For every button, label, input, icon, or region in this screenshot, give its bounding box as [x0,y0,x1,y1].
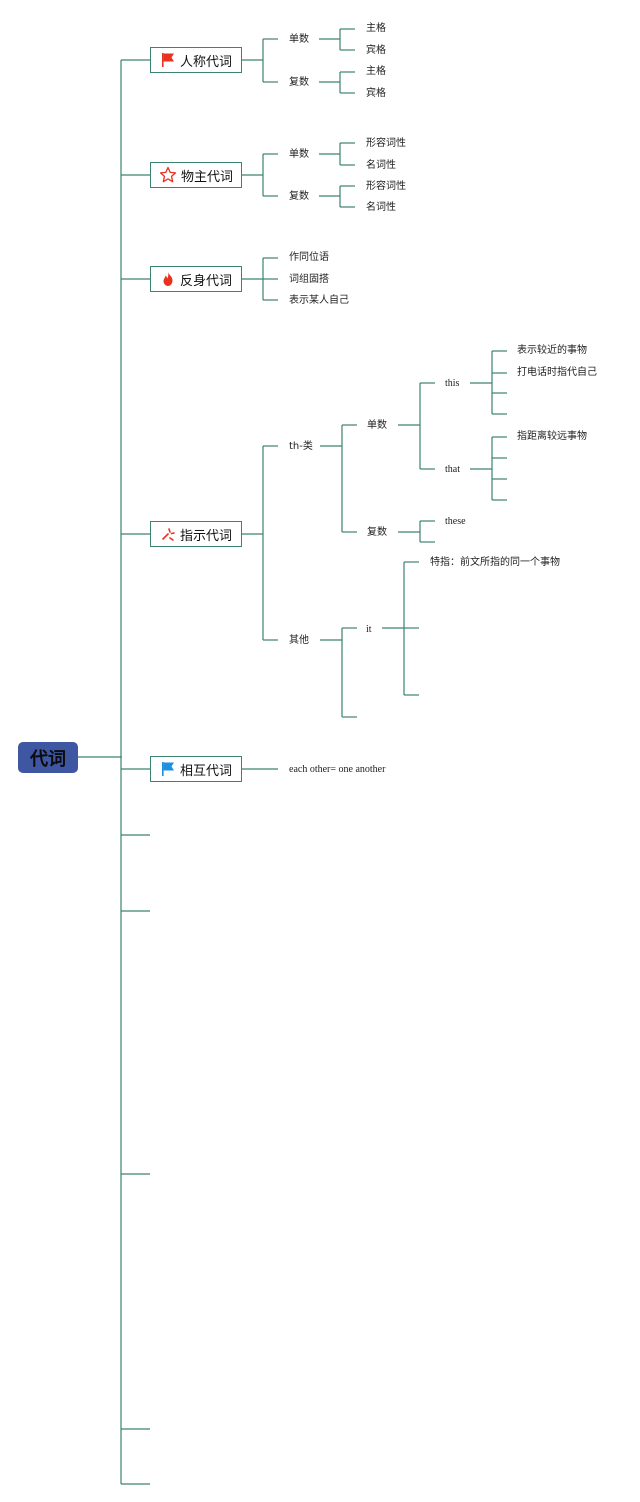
fire-icon [163,272,173,286]
category-label: 相互代词 [179,763,232,779]
demonstrative-this-node[interactable]: this [445,378,460,389]
category-demonstrative-pronoun[interactable]: 指示代词 [150,521,242,547]
sparkle-icon [162,528,175,541]
possessive-plural-adjectival[interactable]: 形容词性 [366,181,406,192]
possessive-singular-adjectival[interactable]: 形容词性 [366,138,406,149]
personal-singular-objective[interactable]: 宾格 [366,45,386,56]
category-label: 指示代词 [179,528,232,544]
demonstrative-plural-node[interactable]: 复数 [367,527,387,538]
root-label: 代词 [30,748,66,770]
personal-singular-nominative[interactable]: 主格 [366,23,386,34]
personal-singular-node[interactable]: 单数 [289,34,309,45]
category-reciprocal-pronoun[interactable]: 相互代词 [150,756,242,782]
possessive-plural-node[interactable]: 复数 [289,191,309,202]
personal-plural-node[interactable]: 复数 [289,77,309,88]
demonstrative-it-node[interactable]: it [366,624,372,635]
root-node[interactable]: 代词 [18,742,78,773]
demonstrative-other-node[interactable]: 其他 [289,635,309,646]
red-flag-icon [161,53,174,67]
personal-plural-objective[interactable]: 宾格 [366,88,386,99]
personal-plural-nominative[interactable]: 主格 [366,66,386,77]
category-possessive-pronoun[interactable]: 物主代词 [150,162,242,188]
category-label: 人称代词 [179,54,232,70]
blue-flag-icon [161,762,174,776]
that-use-far[interactable]: 指距离较远事物 [517,431,587,442]
reflexive-use-fixed-phrase[interactable]: 词组固搭 [289,274,329,285]
demonstrative-that-node[interactable]: that [445,464,460,475]
possessive-plural-nominal[interactable]: 名词性 [366,202,396,213]
it-use-same-thing[interactable]: 特指：前文所指的同一个事物 [430,557,560,568]
reflexive-use-oneself[interactable]: 表示某人自己 [289,295,349,306]
category-reflexive-pronoun[interactable]: 反身代词 [150,266,242,292]
reciprocal-each-other-node[interactable]: each other= one another [289,764,386,775]
demonstrative-th-class-node[interactable]: th-类 [289,441,313,452]
category-personal-pronoun[interactable]: 人称代词 [150,47,242,73]
possessive-singular-nominal[interactable]: 名词性 [366,160,396,171]
category-label: 物主代词 [180,169,233,185]
demonstrative-singular-node[interactable]: 单数 [367,420,387,431]
star-outline-icon [159,166,177,183]
demonstrative-these-node[interactable]: these [445,516,466,527]
possessive-singular-node[interactable]: 单数 [289,149,309,160]
this-use-telephone[interactable]: 打电话时指代自己 [517,367,597,378]
category-label: 反身代词 [179,273,232,289]
this-use-near[interactable]: 表示较近的事物 [517,345,587,356]
reflexive-use-appositive[interactable]: 作同位语 [289,252,329,263]
